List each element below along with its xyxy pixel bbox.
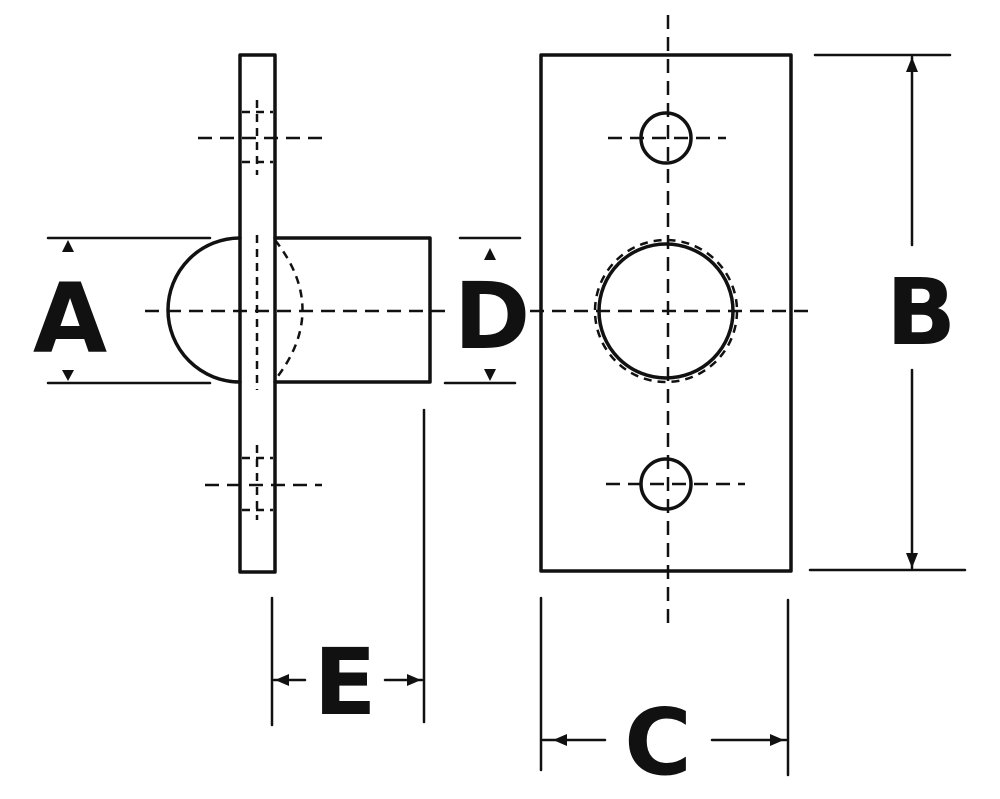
dim-e-arrow-right xyxy=(407,674,421,686)
dimension-label-c: C xyxy=(624,689,692,796)
side-plate xyxy=(238,53,277,574)
front-view xyxy=(530,15,967,777)
dimension-label-b: B xyxy=(886,259,956,366)
dim-c-arrow-left xyxy=(553,734,567,746)
bolt-body xyxy=(273,236,432,384)
dimension-label-a: A xyxy=(33,263,107,375)
side-view xyxy=(46,53,522,727)
dim-c-arrow-right xyxy=(770,734,784,746)
front-plate xyxy=(539,53,793,573)
dim-d-arrow-bottom xyxy=(484,369,496,381)
dimension-label-d: D xyxy=(454,263,530,370)
dim-a-arrow-top xyxy=(62,240,74,252)
dim-b-arrow-bottom xyxy=(906,553,918,568)
main-bolt-hole xyxy=(597,242,735,380)
dim-e-arrow-left xyxy=(275,674,289,686)
main-bolt-hole-hidden xyxy=(593,238,739,384)
dim-a-arrow-bottom xyxy=(62,370,74,381)
dim-b-arrow-top xyxy=(906,57,918,72)
dimension-label-e: E xyxy=(314,629,377,736)
dim-d-arrow-top xyxy=(484,248,496,260)
